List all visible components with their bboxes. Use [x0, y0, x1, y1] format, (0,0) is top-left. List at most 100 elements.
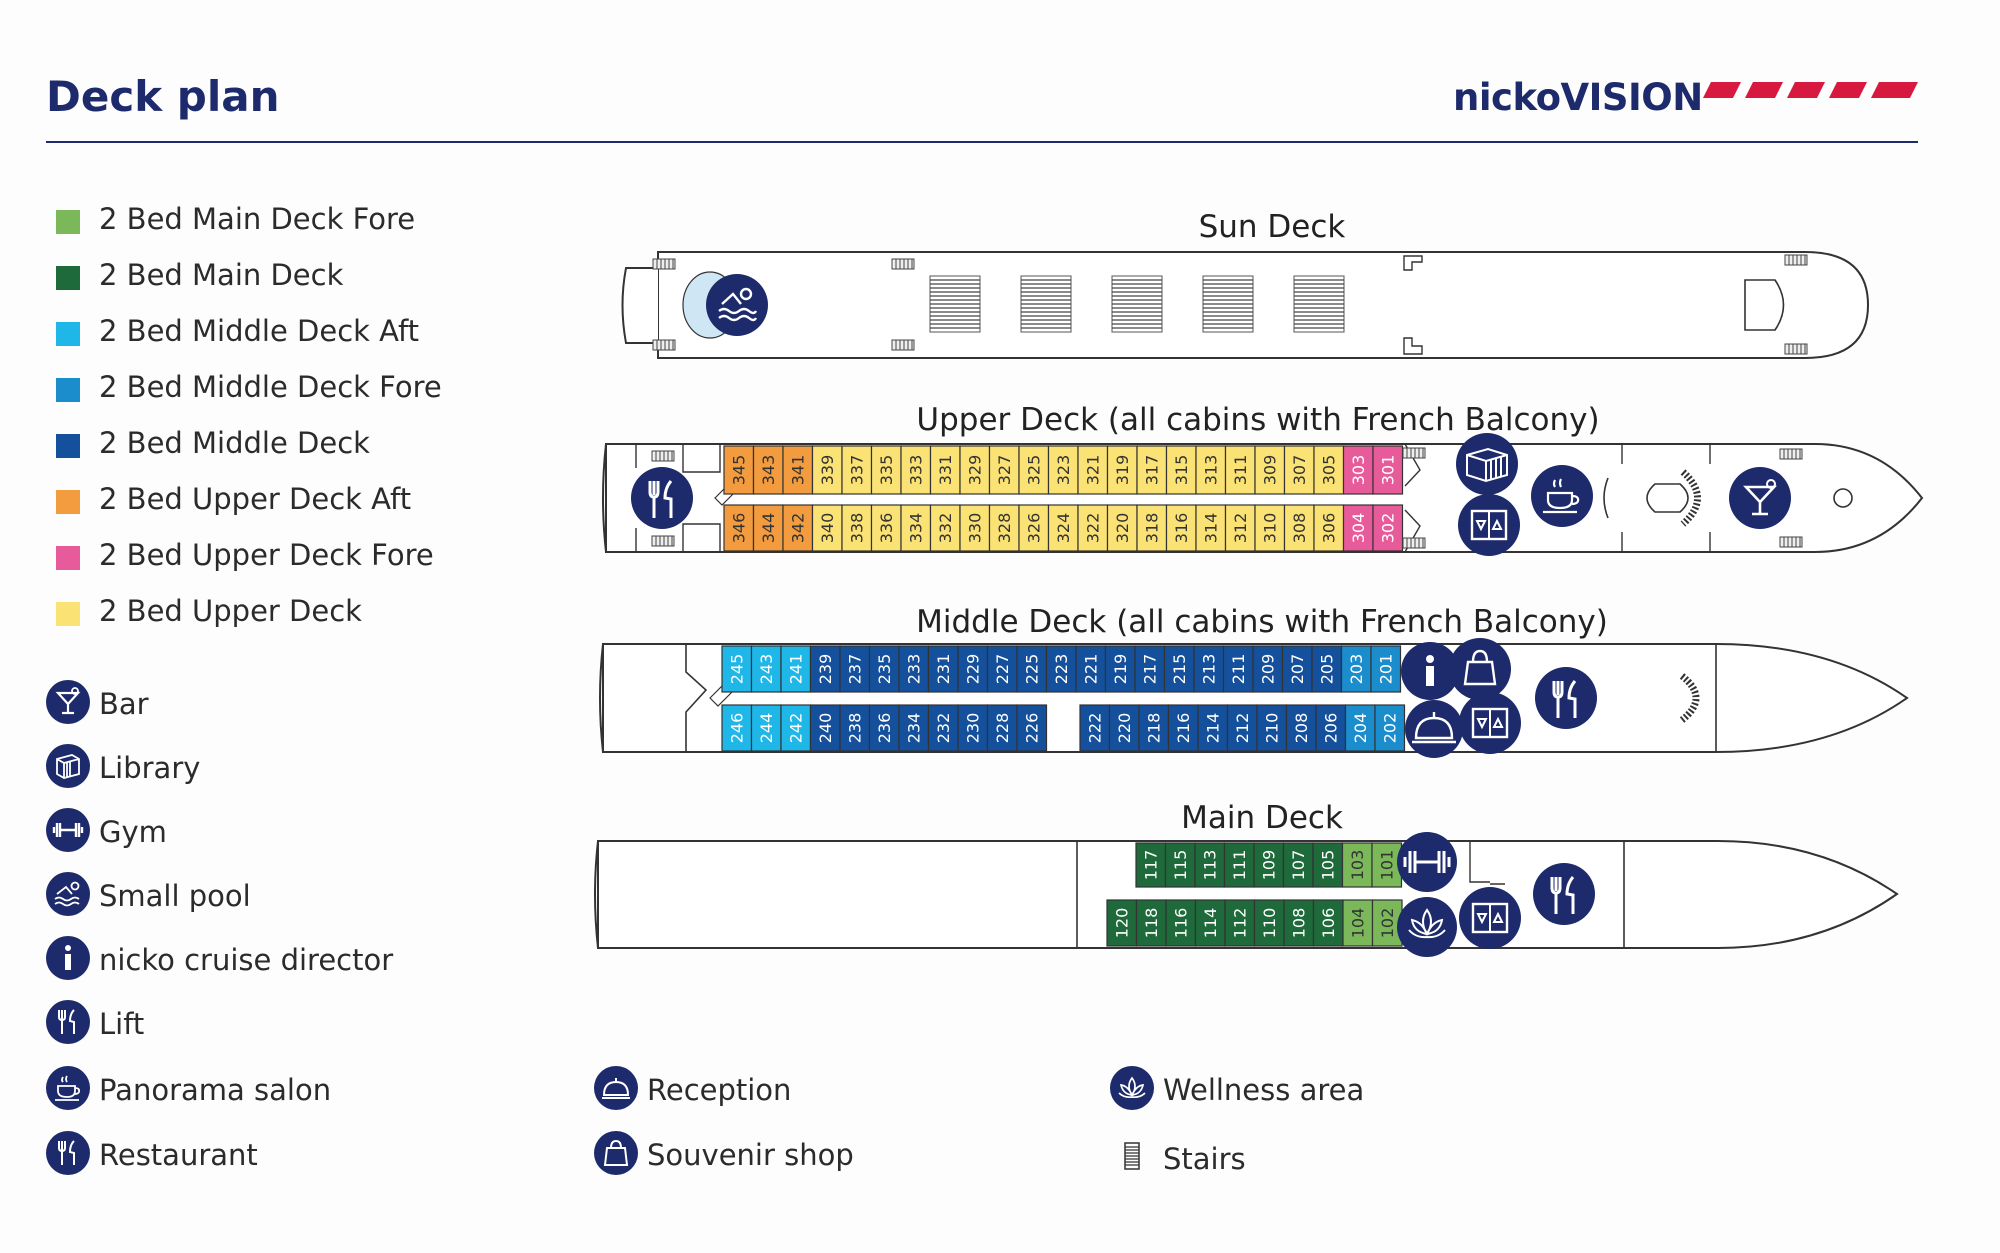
cabin-318[interactable]	[1136, 504, 1168, 552]
cabin-210[interactable]	[1256, 704, 1288, 752]
cabin-208[interactable]	[1285, 704, 1317, 752]
middle-deck-title: Middle Deck (all cabins with French Balc…	[916, 604, 1608, 640]
cabin-242[interactable]	[780, 704, 812, 752]
cabin-102[interactable]	[1371, 899, 1403, 947]
cabin-number-332: 332	[936, 513, 955, 544]
cabin-313[interactable]	[1195, 445, 1227, 495]
cabin-230[interactable]	[957, 704, 989, 752]
main-deck-title: Main Deck	[1181, 800, 1343, 836]
cabin-328[interactable]	[988, 504, 1020, 552]
cabin-305[interactable]	[1313, 445, 1345, 495]
cabin-341[interactable]	[782, 445, 814, 495]
cabin-309[interactable]	[1254, 445, 1286, 495]
cabin-329[interactable]	[959, 445, 991, 495]
cabin-228[interactable]	[986, 704, 1018, 752]
cabin-113[interactable]	[1194, 842, 1226, 888]
cabin-243[interactable]	[750, 645, 782, 693]
cabin-118[interactable]	[1135, 899, 1167, 947]
cabin-215[interactable]	[1163, 645, 1195, 693]
cabin-216[interactable]	[1167, 704, 1199, 752]
cabin-301[interactable]	[1372, 445, 1404, 495]
cabin-307[interactable]	[1283, 445, 1315, 495]
cabin-344[interactable]	[752, 504, 784, 552]
cabin-241[interactable]	[780, 645, 812, 693]
cabin-112[interactable]	[1224, 899, 1256, 947]
cabin-115[interactable]	[1164, 842, 1196, 888]
cabin-103[interactable]	[1341, 842, 1373, 888]
service-bell-icon	[594, 1066, 638, 1110]
cabin-330[interactable]	[959, 504, 991, 552]
cabin-338[interactable]	[841, 504, 873, 552]
cabin-315[interactable]	[1165, 445, 1197, 495]
restaurant-icon	[1531, 861, 1597, 927]
cabin-310[interactable]	[1254, 504, 1286, 552]
cabin-203[interactable]	[1340, 645, 1372, 693]
cabin-236[interactable]	[868, 704, 900, 752]
cabin-212[interactable]	[1226, 704, 1258, 752]
cabin-317[interactable]	[1136, 445, 1168, 495]
cabin-225[interactable]	[1016, 645, 1048, 693]
legend-label: 2 Bed Upper Deck Fore	[99, 538, 434, 572]
cabin-204[interactable]	[1344, 704, 1376, 752]
cabin-346[interactable]	[723, 504, 755, 552]
cabin-101[interactable]	[1371, 842, 1403, 888]
cabin-number-337: 337	[847, 455, 866, 486]
cabin-325[interactable]	[1018, 445, 1050, 495]
cabin-306[interactable]	[1313, 504, 1345, 552]
cabin-327[interactable]	[988, 445, 1020, 495]
cabin-302[interactable]	[1372, 504, 1404, 552]
cabin-342[interactable]	[782, 504, 814, 552]
cabin-214[interactable]	[1197, 704, 1229, 752]
legend-label: Library	[99, 751, 201, 785]
cabin-number-202: 202	[1380, 713, 1399, 744]
legend-stairs: Stairs	[1110, 1135, 1510, 1185]
cabin-104[interactable]	[1342, 899, 1374, 947]
cabin-202[interactable]	[1374, 704, 1406, 752]
cabin-337[interactable]	[841, 445, 873, 495]
cabin-105[interactable]	[1312, 842, 1344, 888]
cabin-106[interactable]	[1312, 899, 1344, 947]
cabin-211[interactable]	[1222, 645, 1254, 693]
cabin-109[interactable]	[1253, 842, 1285, 888]
cabin-326[interactable]	[1018, 504, 1050, 552]
cabin-213[interactable]	[1193, 645, 1225, 693]
cabin-304[interactable]	[1342, 504, 1374, 552]
cabin-209[interactable]	[1252, 645, 1284, 693]
cabin-334[interactable]	[900, 504, 932, 552]
cabin-207[interactable]	[1281, 645, 1313, 693]
cabin-340[interactable]	[811, 504, 843, 552]
cabin-311[interactable]	[1224, 445, 1256, 495]
cabin-319[interactable]	[1106, 445, 1138, 495]
legend-label: Souvenir shop	[647, 1138, 854, 1172]
cabin-number-301: 301	[1378, 455, 1397, 486]
header-divider	[46, 141, 1918, 143]
cabin-114[interactable]	[1194, 899, 1226, 947]
cabin-219[interactable]	[1104, 645, 1136, 693]
color-swatch	[56, 378, 80, 402]
cabin-231[interactable]	[927, 645, 959, 693]
cabin-226[interactable]	[1016, 704, 1048, 752]
cabin-234[interactable]	[898, 704, 930, 752]
cabin-232[interactable]	[927, 704, 959, 752]
cabin-336[interactable]	[870, 504, 902, 552]
cabin-324[interactable]	[1047, 504, 1079, 552]
cabin-238[interactable]	[839, 704, 871, 752]
legend-item-upper-fore: 2 Bed Upper Deck Fore	[56, 536, 516, 576]
cabin-221[interactable]	[1075, 645, 1107, 693]
cabin-220[interactable]	[1108, 704, 1140, 752]
cabin-333[interactable]	[900, 445, 932, 495]
cabin-108[interactable]	[1283, 899, 1315, 947]
cabin-201[interactable]	[1370, 645, 1402, 693]
legend-item-main-fore: 2 Bed Main Deck Fore	[56, 200, 516, 240]
cabin-345[interactable]	[723, 445, 755, 495]
cabin-316[interactable]	[1165, 504, 1197, 552]
cabin-332[interactable]	[929, 504, 961, 552]
cabin-number-110: 110	[1260, 908, 1279, 939]
cabin-number-111: 111	[1230, 850, 1249, 881]
cabin-320[interactable]	[1106, 504, 1138, 552]
cabin-239[interactable]	[809, 645, 841, 693]
cabin-303[interactable]	[1342, 445, 1374, 495]
cabin-323[interactable]	[1047, 445, 1079, 495]
legend-label: Reception	[647, 1073, 792, 1107]
